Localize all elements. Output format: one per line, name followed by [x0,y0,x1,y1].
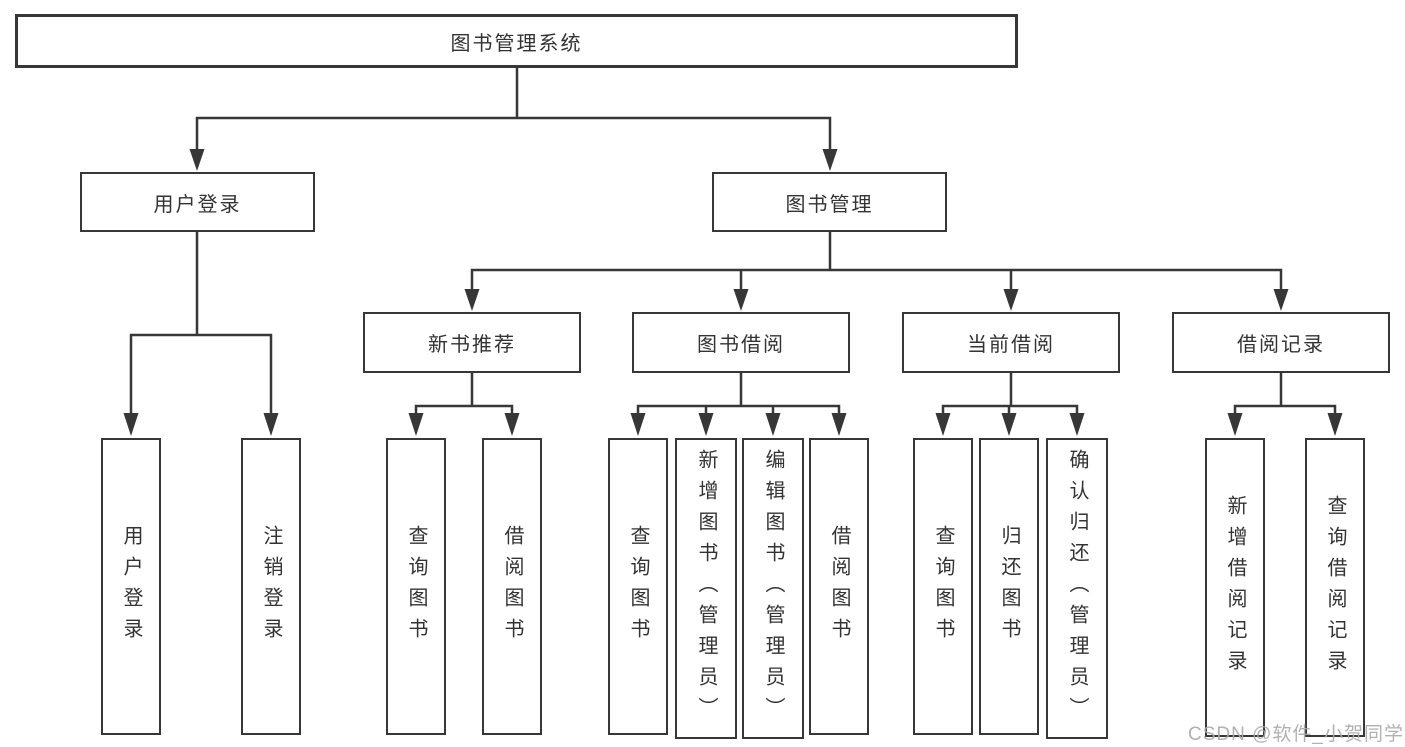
arrowhead [408,413,424,436]
node-current-borrow: 当前借阅 [902,312,1120,373]
node-new-book-recommend: 新书推荐 [363,312,581,373]
node-root-system: 图书管理系统 [15,14,1018,68]
arrowhead [822,149,838,171]
connector-borrow-record [1233,371,1337,416]
arrowhead [935,413,951,436]
node-borrow-record: 借阅记录 [1172,312,1390,373]
leaf-label: 新增借阅记录 [1224,494,1246,681]
leaf-confirm-return-admin: 确认归还（管理员） [1046,438,1108,739]
arrowhead [189,149,205,171]
arrowhead [1273,289,1289,311]
node-user-login: 用户登录 [80,172,315,232]
arrowhead [1003,289,1019,311]
arrowhead [263,413,279,436]
leaf-label: 借阅图书 [501,524,523,649]
connector-book-management [470,230,1283,292]
leaf-label: 注销登录 [260,524,282,649]
leaf-label: 新增图书（管理员） [695,449,717,728]
connector-root [195,66,832,152]
leaf-label: 查询图书 [627,524,649,649]
leaf-query-borrow-record: 查询借阅记录 [1305,438,1365,737]
leaf-label: 用户登录 [120,524,142,649]
arrowhead [765,413,781,436]
arrowhead [123,413,139,436]
arrowhead [1227,413,1243,436]
leaf-query-book-2: 查询图书 [608,438,668,735]
arrowhead [733,289,749,311]
leaf-label: 编辑图书（管理员） [762,449,784,728]
leaf-edit-book-admin: 编辑图书（管理员） [742,438,804,739]
leaf-logout: 注销登录 [241,438,301,735]
arrowhead [698,413,714,436]
arrowhead [504,413,520,436]
leaf-label: 归还图书 [998,524,1020,649]
connector-user-login [129,230,273,416]
arrowhead [630,413,646,436]
leaf-user-login: 用户登录 [101,438,161,735]
csdn-watermark: CSDN @软件_小贺同学 [1188,724,1404,745]
arrowhead [1001,413,1017,436]
leaf-add-book-admin: 新增图书（管理员） [675,438,737,739]
leaf-label: 确认归还（管理员） [1066,449,1088,728]
leaf-label: 查询借阅记录 [1324,494,1346,681]
arrowhead [831,413,847,436]
leaf-borrow-book-2: 借阅图书 [809,438,869,735]
leaf-add-borrow-record: 新增借阅记录 [1205,438,1265,737]
node-book-management: 图书管理 [712,172,947,232]
arrowhead [464,289,480,311]
leaf-return-book: 归还图书 [979,438,1039,735]
leaf-label: 借阅图书 [828,524,850,649]
node-book-borrow: 图书借阅 [632,312,850,373]
leaf-borrow-book-1: 借阅图书 [482,438,542,735]
connector-new-book [414,371,514,416]
leaf-query-book-1: 查询图书 [386,438,446,735]
connector-book-borrow [636,371,841,416]
leaf-label: 查询图书 [932,524,954,649]
arrowhead [1327,413,1343,436]
connector-current-borrow [941,371,1079,416]
leaf-label: 查询图书 [405,524,427,649]
arrowhead [1069,413,1085,436]
leaf-query-book-3: 查询图书 [913,438,973,735]
